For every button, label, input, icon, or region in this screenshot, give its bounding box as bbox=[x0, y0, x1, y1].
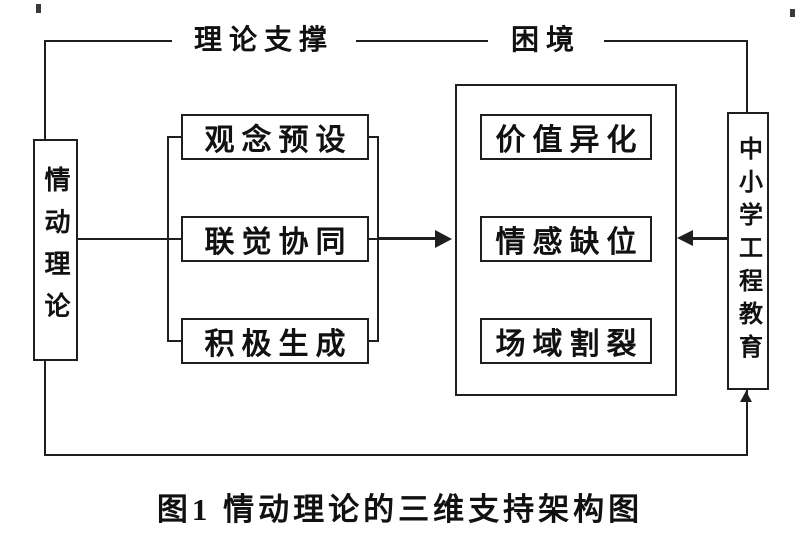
bracket-right-stub-bottom bbox=[368, 340, 378, 342]
connector-leftnode-bracket bbox=[76, 238, 168, 240]
figure-caption: 图1 情动理论的三维支持架构图 bbox=[156, 492, 644, 527]
bracket-stub-bottom bbox=[167, 340, 182, 342]
node-affect-theory: 情动理论 bbox=[33, 139, 78, 361]
node-engineering-education-label: 中小学工程教育 bbox=[734, 135, 761, 367]
theory-node-generation-label: 积极生成 bbox=[204, 328, 353, 361]
dilemma-node-value: 价值异化 bbox=[480, 114, 652, 160]
dilemma-node-field: 场域割裂 bbox=[480, 318, 652, 364]
theory-node-concept: 观念预设 bbox=[181, 114, 369, 160]
bracket-stub-top bbox=[167, 136, 182, 138]
connector-bottom-line bbox=[44, 454, 748, 456]
node-engineering-education: 中小学工程教育 bbox=[727, 112, 769, 390]
scan-artifact bbox=[790, 9, 795, 17]
scan-artifact bbox=[36, 4, 41, 13]
dilemma-node-emotion: 情感缺位 bbox=[480, 216, 652, 262]
arrow-rightnode-shaft bbox=[691, 237, 727, 240]
dilemma-node-value-label: 价值异化 bbox=[495, 124, 644, 157]
bracket-stub-middle bbox=[167, 238, 182, 240]
bracket-right-stub-middle bbox=[368, 238, 378, 240]
theory-node-generation: 积极生成 bbox=[181, 318, 369, 364]
bracket-right-stub-top bbox=[368, 136, 378, 138]
connector-top-line bbox=[44, 40, 748, 42]
node-affect-theory-label: 情动理论 bbox=[41, 166, 70, 334]
arrow-main-shaft bbox=[378, 237, 436, 240]
theory-node-concept-label: 观念预设 bbox=[204, 124, 353, 157]
theory-node-synesthesia: 联觉协同 bbox=[181, 216, 369, 262]
top-label-dilemma: 困境 bbox=[488, 24, 604, 58]
arrow-right-icon bbox=[435, 230, 452, 248]
top-label-theory-support: 理论支撑 bbox=[172, 24, 356, 58]
dilemma-node-emotion-label: 情感缺位 bbox=[495, 226, 644, 259]
arrow-up-icon bbox=[740, 391, 752, 402]
theory-node-synesthesia-label: 联觉协同 bbox=[204, 226, 353, 259]
dilemma-node-field-label: 场域割裂 bbox=[495, 328, 644, 361]
arrow-left-icon bbox=[677, 230, 693, 246]
